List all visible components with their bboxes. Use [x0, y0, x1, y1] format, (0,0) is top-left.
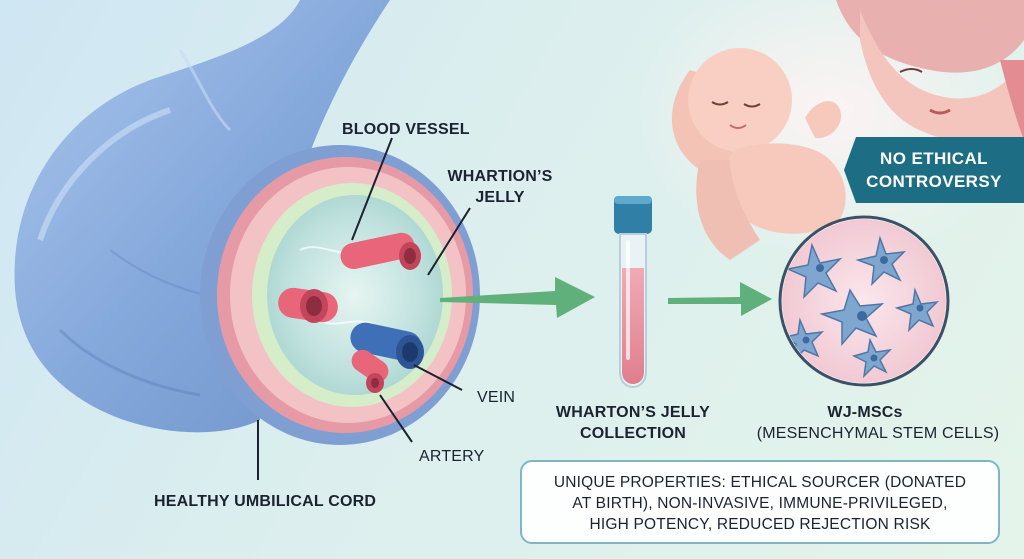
whartons-jelly-line-1: WHARTION’S — [447, 168, 553, 185]
collection-line-1: WHARTON’S JELLY — [555, 404, 711, 421]
properties-line-3: HIGH POTENCY, REDUCED REJECTION RISK — [589, 516, 931, 533]
artery-vessel — [351, 349, 389, 393]
artery-label: ARTERY — [419, 448, 485, 465]
stem-cell-circle — [778, 215, 950, 387]
no-ethical-controversy-badge: NO ETHICAL CONTROVERSY — [844, 137, 1024, 203]
properties-line-2: AT BIRTH), NON-INVASIVE, IMMUNE-PRIVILEG… — [572, 495, 948, 512]
whartons-jelly-line-2: JELLY — [475, 189, 525, 206]
unique-properties-box: UNIQUE PROPERTIES: ETHICAL SOURCER (DONA… — [520, 460, 1000, 544]
msc-title-label: WJ-MSCs — [827, 404, 903, 421]
vein-label: VEIN — [477, 389, 516, 406]
collection-label: WHARTON’S JELLY COLLECTION — [553, 402, 713, 444]
mother-baby-illustration — [630, 0, 1024, 260]
arrow-right-icon — [440, 277, 595, 318]
vessel-left-artery — [278, 287, 338, 323]
properties-line-1: UNIQUE PROPERTIES: ETHICAL SOURCER (DONA… — [553, 474, 967, 491]
leader-lines — [257, 137, 471, 480]
arrow-right-icon-2 — [668, 282, 772, 316]
collection-line-2: COLLECTION — [580, 425, 686, 442]
vessel-top-artery — [340, 232, 421, 270]
umbilical-cord-label: HEALTHY UMBILICAL CORD — [154, 493, 377, 510]
umbilical-cord-illustration — [14, 0, 480, 445]
whartons-jelly-label: WHARTION’S JELLY — [440, 166, 560, 208]
badge-line-1: NO ETHICAL — [880, 149, 988, 168]
msc-subtitle-label: (MESENCHYMAL STEM CELLS) — [756, 425, 1000, 442]
badge-line-2: CONTROVERSY — [866, 172, 1002, 191]
test-tube-icon — [614, 196, 652, 388]
blood-vessel-label: BLOOD VESSEL — [342, 121, 470, 138]
